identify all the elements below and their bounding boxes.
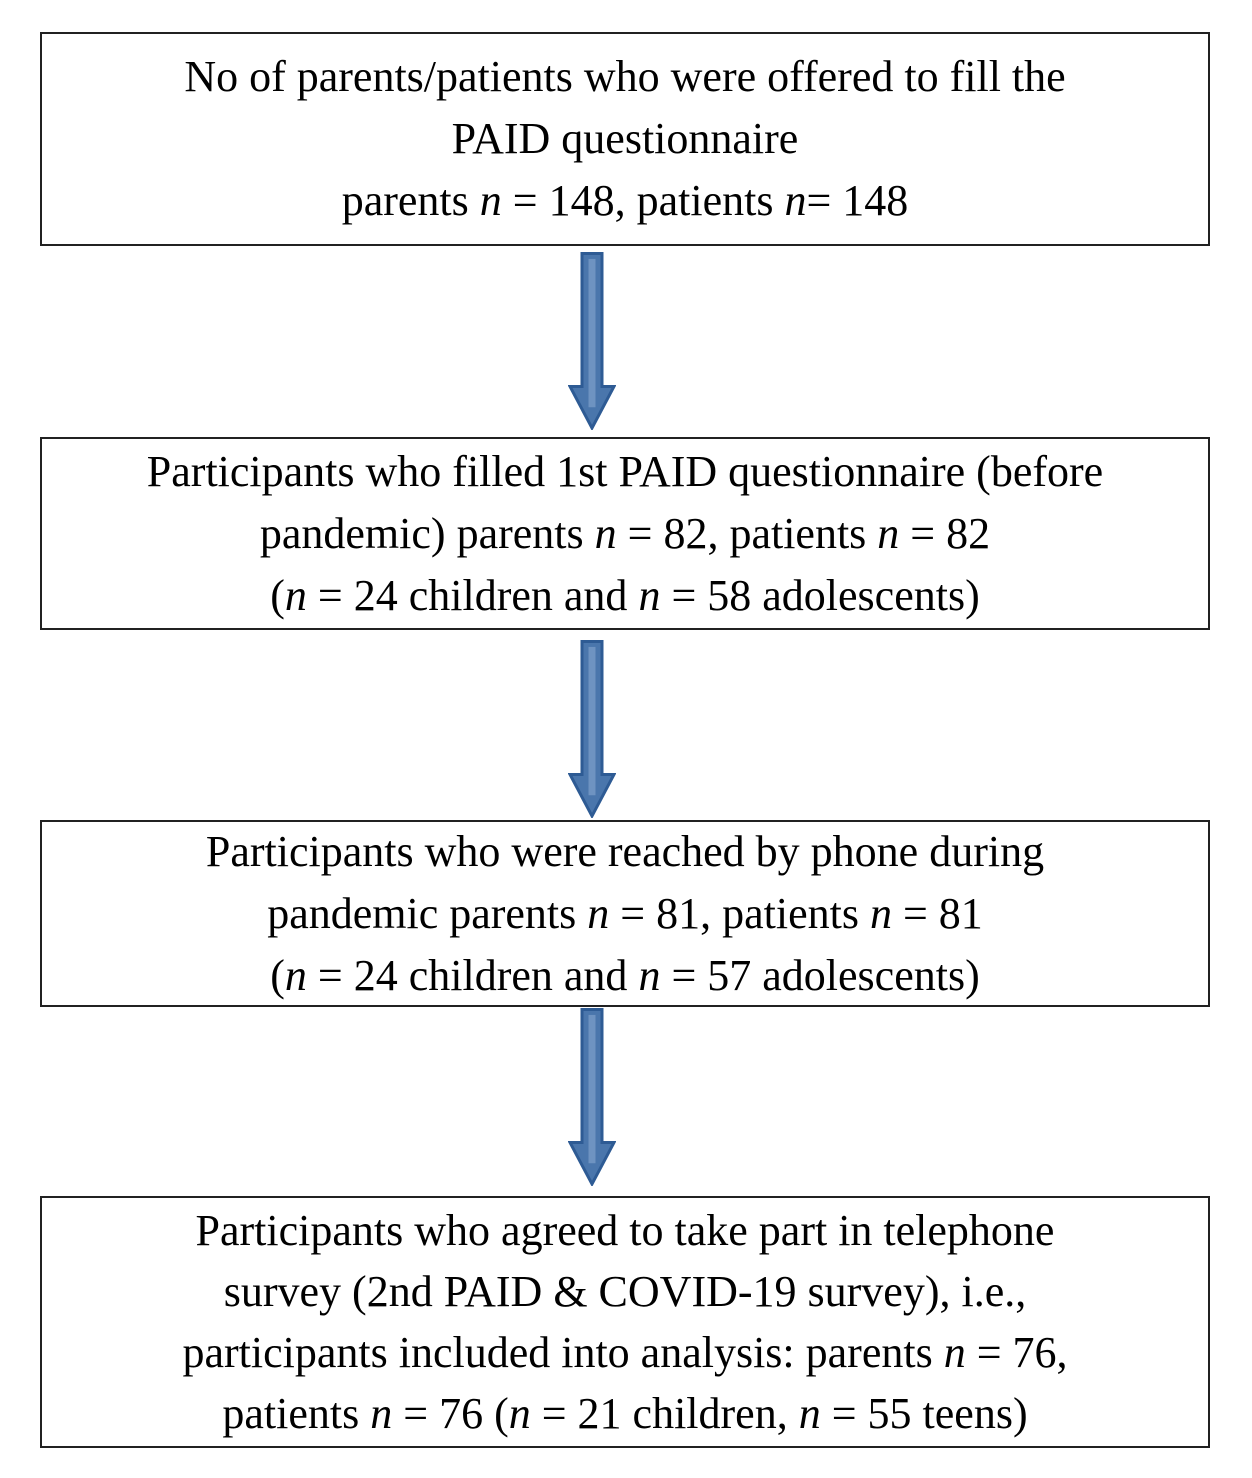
flow-box-text-line: PAID questionnaire — [451, 114, 799, 163]
flow-box-text-line: Participants who filled 1st PAID questio… — [146, 446, 1104, 496]
flow-box-included-in-analysis: Participants who agreed to take part in … — [40, 1196, 1210, 1448]
down-arrow-icon — [568, 640, 616, 818]
down-arrow-highlight — [588, 1014, 596, 1164]
flow-box-text-line: Participants who were reached by phone d… — [205, 826, 1045, 876]
flow-arrow-3 — [568, 1008, 616, 1186]
flow-box-reached-by-phone: Participants who were reached by phone d… — [40, 820, 1210, 1007]
flow-box-text-line: (n = 24 children and n = 58 adolescents) — [270, 570, 980, 620]
down-arrow-highlight — [588, 646, 596, 796]
flow-box-text-line: survey (2nd PAID & COVID-19 survey), i.e… — [223, 1267, 1027, 1316]
flow-box-text-line: (n = 24 children and n = 57 adolescents) — [270, 950, 980, 1000]
flow-box-offered-questionnaire: No of parents/patients who were offered … — [40, 32, 1210, 246]
flow-arrow-1 — [568, 252, 616, 430]
down-arrow-icon — [568, 252, 616, 430]
flow-box-filled-first-paid: Participants who filled 1st PAID questio… — [40, 437, 1210, 630]
flow-box-text-line: patients n = 76 (n = 21 children, n = 55… — [222, 1389, 1028, 1438]
flow-box-text-line: pandemic parents n = 81, patients n = 81 — [267, 888, 983, 938]
down-arrow-highlight — [588, 258, 596, 408]
flow-box-text-line: participants included into analysis: par… — [182, 1328, 1068, 1377]
flow-box-text-line: No of parents/patients who were offered … — [184, 52, 1066, 101]
flow-box-text-line: parents n = 148, patients n= 148 — [341, 176, 909, 225]
flow-box-text-line: pandemic) parents n = 82, patients n = 8… — [259, 508, 991, 558]
flow-arrow-2 — [568, 640, 616, 818]
flow-box-text-line: Participants who agreed to take part in … — [195, 1206, 1055, 1255]
down-arrow-icon — [568, 1008, 616, 1186]
